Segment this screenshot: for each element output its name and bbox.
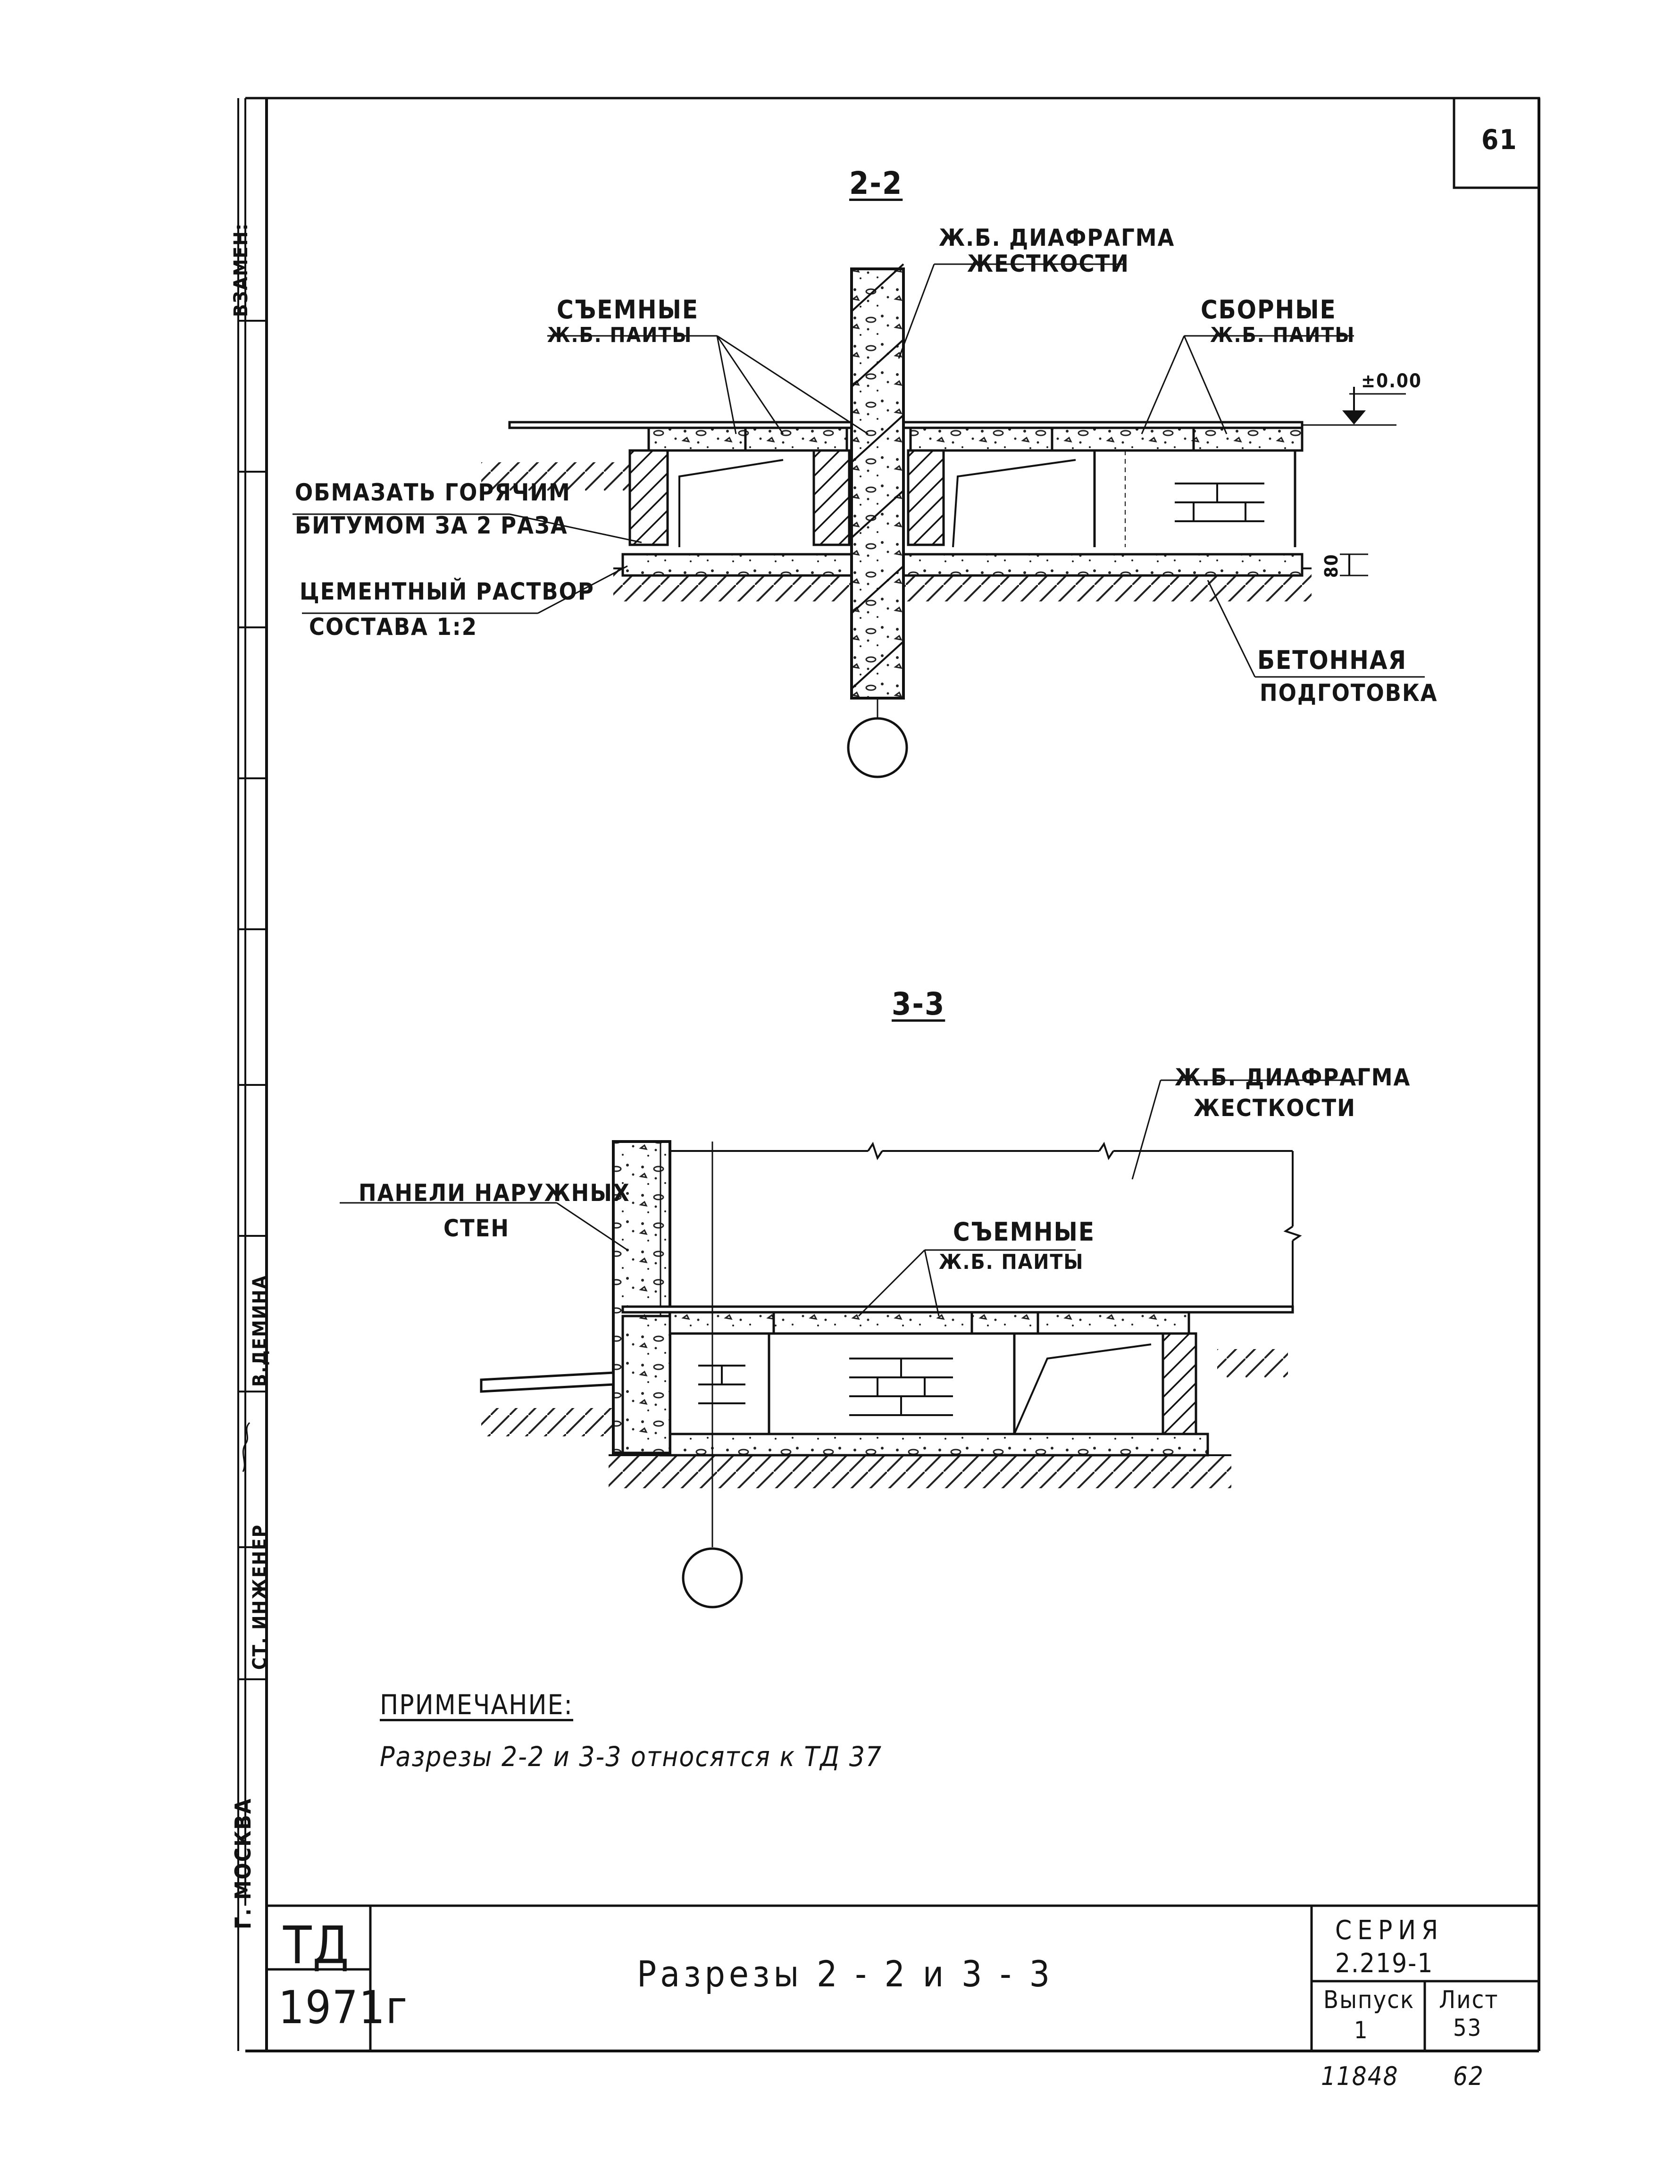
diaphragm-label-line2: ЖЕСТКОСТИ — [967, 250, 1129, 277]
note-heading: ПРИМЕЧАНИЕ: — [380, 1689, 574, 1721]
diaphragm-3-3-line1: Ж.Б. ДИАФРАГМА — [1175, 1064, 1411, 1091]
level-mark: ±0.00 — [1361, 370, 1422, 392]
stamp-replacement: ВЗАМЕН: — [230, 223, 252, 317]
inventory-number: 11848 — [1321, 2061, 1399, 2091]
removable-3-3-line2: Ж.Б. ПАИТЫ — [939, 1250, 1084, 1274]
panels-label-line2: СТЕН — [443, 1215, 510, 1242]
sheet-number: 61 — [1481, 124, 1518, 156]
panels-label-line1: ПАНЕЛИ НАРУЖНЫХ — [359, 1179, 630, 1207]
stamp-engineer: СТ. ИНЖЕНЕР — [249, 1524, 271, 1670]
stamp-name: В.ДЕМИНА — [249, 1275, 271, 1387]
note-text: Разрезы 2-2 и 3-3 относятся к ТД 37 — [380, 1741, 883, 1773]
title-block-code: ТД — [283, 1915, 350, 1976]
series-value: 2.219-1 — [1335, 1948, 1434, 1979]
cement-mortar-line1: ЦЕМЕНТНЫЙ РАСТВОР — [300, 578, 594, 605]
concrete-prep-line2: ПОДГОТОВКА — [1260, 679, 1438, 707]
section-3-3-drawing — [340, 1079, 1359, 1609]
series-label: СЕРИЯ — [1335, 1915, 1444, 1946]
thickness-dimension: 80 — [1321, 553, 1342, 578]
precast-slabs-label-line2: Ж.Б. ПАИТЫ — [1210, 323, 1355, 347]
sheet-frame — [245, 97, 1540, 2052]
removable-3-3-line1: СЪЕМНЫЕ — [953, 1217, 1095, 1247]
removable-slabs-label-line2: Ж.Б. ПАИТЫ — [547, 323, 693, 347]
title-block-grid — [267, 1906, 1539, 2051]
drawing-title: Разрезы 2 - 2 и 3 - 3 — [637, 1953, 1054, 1995]
sheet-value: 53 — [1453, 2014, 1482, 2042]
precast-slabs-label-line1: СБОРНЫЕ — [1201, 295, 1337, 325]
issue-label: Выпуск — [1323, 1986, 1415, 2014]
bitumen-note-line1: ОБМАЗАТЬ ГОРЯЧИМ — [295, 479, 571, 506]
issue-value: 1 — [1354, 2017, 1369, 2044]
section-2-2-title: 2-2 — [849, 165, 903, 201]
title-block-year: 1971г — [278, 1981, 409, 2034]
page-number: 62 — [1453, 2061, 1484, 2091]
section-3-3-title: 3-3 — [892, 986, 945, 1022]
removable-slabs-label-line1: СЪЕМНЫЕ — [557, 295, 699, 325]
section-2-2-drawing — [293, 263, 1425, 778]
diaphragm-3-3-line2: ЖЕСТКОСТИ — [1194, 1094, 1356, 1122]
bitumen-note-line2: БИТУМОМ ЗА 2 РАЗА — [295, 512, 568, 539]
cement-mortar-line2: СОСТАВА 1:2 — [309, 613, 478, 641]
diaphragm-label-line1: Ж.Б. ДИАФРАГМА — [939, 224, 1175, 251]
sheet-label: Лист — [1439, 1986, 1499, 2014]
stamp-city: Г. МОСКВА — [230, 1798, 256, 1929]
concrete-prep-line1: БЕТОННАЯ — [1257, 645, 1407, 675]
side-stamp-grid — [237, 98, 267, 2051]
